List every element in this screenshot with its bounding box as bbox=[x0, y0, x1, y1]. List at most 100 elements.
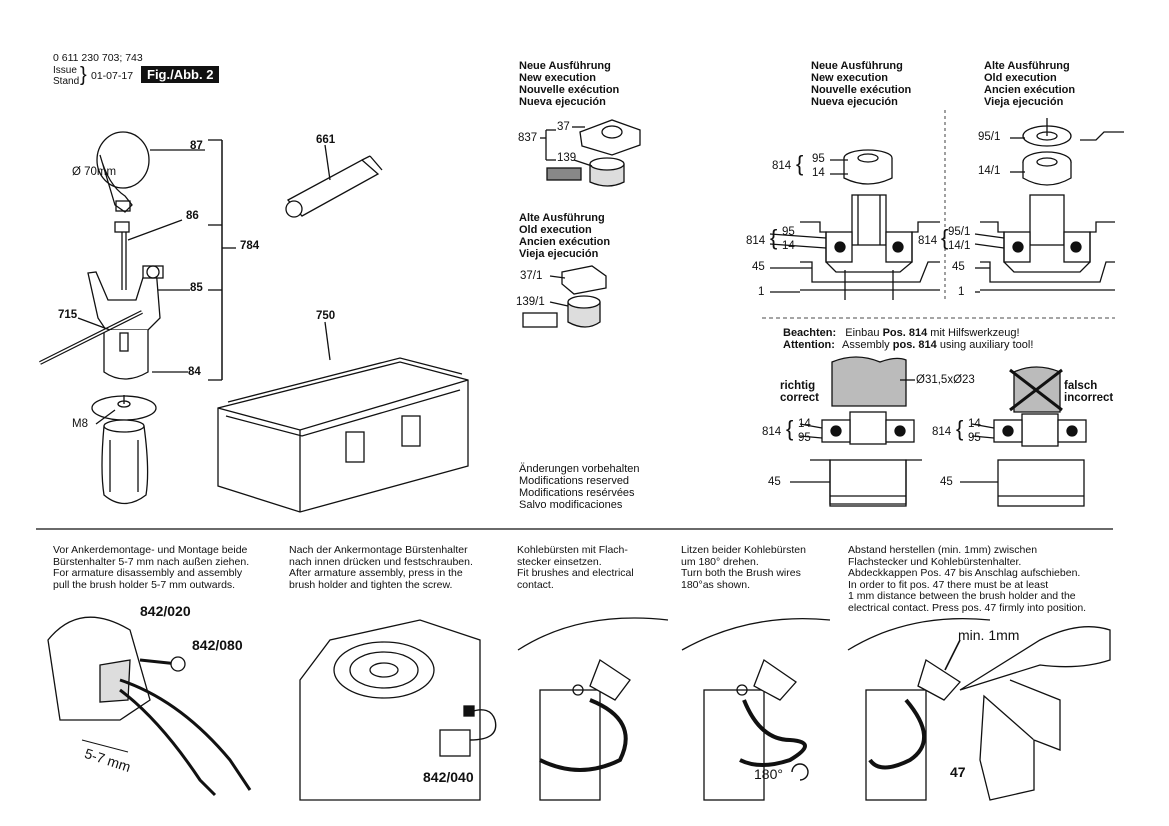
label-84: 84 bbox=[188, 366, 201, 378]
handle-assembly-drawing bbox=[39, 131, 236, 505]
label-14-1-b: 14/1 bbox=[948, 240, 971, 252]
brush-holder-new-drawing bbox=[540, 119, 641, 187]
label-37-1: 37/1 bbox=[520, 270, 543, 282]
new-exec-de-1: Neue Ausführung bbox=[519, 60, 611, 72]
old-exec-fr-1: Ancien exécution bbox=[519, 236, 611, 248]
new-exec-de-2: Neue Ausführung bbox=[811, 60, 903, 72]
label-750: 750 bbox=[316, 310, 336, 322]
label-14-b: 14 bbox=[782, 240, 795, 252]
new-exec-es-2: Nueva ejecución bbox=[811, 96, 898, 108]
label-1-a: 1 bbox=[758, 286, 765, 298]
label-139: 139 bbox=[557, 152, 577, 164]
label-95-1-b: 95/1 bbox=[948, 226, 971, 238]
label-correct: correct bbox=[780, 392, 819, 404]
step5-drawing bbox=[847, 617, 1111, 801]
instruction-step2: Nach der Ankermontage Bürstenhalter nach… bbox=[289, 544, 473, 591]
label-45-a: 45 bbox=[752, 261, 765, 273]
step3-drawing bbox=[517, 617, 669, 801]
carrying-case-drawing bbox=[217, 321, 469, 513]
changes-es: Salvo modificaciones bbox=[519, 499, 623, 511]
label-95-1-a: 95/1 bbox=[978, 131, 1001, 143]
label-842-020: 842/020 bbox=[140, 603, 191, 619]
label-180deg: 180° bbox=[754, 766, 783, 782]
part-number: 0 611 230 703; 743 bbox=[53, 52, 143, 64]
label-842-040: 842/040 bbox=[423, 769, 474, 785]
label-14-1-a: 14/1 bbox=[978, 165, 1001, 177]
grease-tube-drawing bbox=[285, 144, 383, 218]
old-exec-es-1: Vieja ejecución bbox=[519, 248, 599, 260]
label-95-c: 95 bbox=[798, 432, 811, 444]
old-exec-de-1: Alte Ausführung bbox=[519, 212, 605, 224]
label-1-b: 1 bbox=[958, 286, 965, 298]
label-814-d: 814 bbox=[762, 426, 782, 438]
label-45-d: 45 bbox=[940, 476, 953, 488]
label-837: 837 bbox=[518, 132, 538, 144]
label-45-b: 45 bbox=[952, 261, 965, 273]
changes-de: Änderungen vorbehalten bbox=[519, 463, 640, 475]
brace: } bbox=[80, 64, 87, 86]
stand-label: Stand bbox=[53, 76, 80, 87]
label-715: 715 bbox=[58, 309, 78, 321]
label-14-a: 14 bbox=[812, 167, 825, 179]
brace-814-d: { bbox=[786, 416, 794, 441]
new-exec-en-2: New execution bbox=[811, 72, 889, 84]
old-exec-fr-2: Ancien exécution bbox=[984, 84, 1076, 96]
step1-drawing bbox=[47, 616, 252, 797]
correct-assembly-drawing bbox=[790, 356, 922, 507]
label-814-c: 814 bbox=[918, 235, 938, 247]
instruction-step1: Vor Ankerdemontage- und Montage beide Bü… bbox=[53, 544, 250, 591]
label-814-b: 814 bbox=[746, 235, 766, 247]
label-85: 85 bbox=[190, 282, 203, 294]
brush-holder-old-drawing bbox=[522, 265, 607, 328]
label-14-c: 14 bbox=[798, 418, 811, 430]
label-86: 86 bbox=[186, 210, 199, 222]
old-exec-de-2: Alte Ausführung bbox=[984, 60, 1070, 72]
label-87: 87 bbox=[190, 140, 203, 152]
label-37: 37 bbox=[557, 121, 570, 133]
bearing-old-drawing bbox=[974, 118, 1124, 293]
figure-title: Fig./Abb. 2 bbox=[141, 66, 220, 83]
instruction-step5: Abstand herstellen (min. 1mm) zwischen F… bbox=[848, 544, 1087, 614]
brace-814-c: { bbox=[941, 225, 949, 250]
label-95-d: 95 bbox=[968, 432, 981, 444]
new-exec-fr-1: Nouvelle exécution bbox=[519, 84, 620, 96]
brace-814-e: { bbox=[956, 416, 964, 441]
old-exec-es-2: Vieja ejecución bbox=[984, 96, 1064, 108]
label-falsch: falsch bbox=[1064, 380, 1098, 392]
label-95-a: 95 bbox=[812, 153, 825, 165]
label-842-080: 842/080 bbox=[192, 637, 243, 653]
label-139-1: 139/1 bbox=[516, 296, 545, 308]
label-m8: M8 bbox=[72, 418, 88, 430]
new-exec-en-1: New execution bbox=[519, 72, 597, 84]
label-dia70: Ø 70mm bbox=[72, 166, 117, 178]
issue-date: 01-07-17 bbox=[91, 70, 134, 82]
step2-drawing bbox=[299, 619, 497, 801]
old-exec-en-2: Old execution bbox=[984, 72, 1057, 84]
beachten-note: Beachten: Einbau Pos. 814 mit Hilfswerkz… bbox=[783, 327, 1020, 339]
incorrect-assembly-drawing bbox=[960, 366, 1087, 507]
brace-814-b: { bbox=[770, 225, 778, 250]
label-784: 784 bbox=[240, 240, 260, 252]
attention-note: Attention: Assembly pos. 814 using auxil… bbox=[783, 339, 1034, 351]
instruction-step3: Kohlebürsten mit Flach- stecker einsetze… bbox=[517, 544, 634, 591]
step4-drawing bbox=[681, 617, 831, 801]
instruction-step4: Litzen beider Kohlebürsten um 180° drehe… bbox=[681, 544, 806, 591]
label-47: 47 bbox=[950, 764, 966, 780]
label-814-e: 814 bbox=[932, 426, 952, 438]
bearing-new-drawing bbox=[769, 149, 940, 300]
label-14-d: 14 bbox=[968, 418, 981, 430]
label-incorrect: incorrect bbox=[1064, 392, 1114, 404]
changes-en: Modifications reserved bbox=[519, 475, 630, 487]
label-661: 661 bbox=[316, 134, 336, 146]
changes-fr: Modifications resérvées bbox=[519, 487, 635, 499]
label-richtig: richtig bbox=[780, 380, 816, 392]
new-exec-fr-2: Nouvelle exécution bbox=[811, 84, 912, 96]
label-min-1mm: min. 1mm bbox=[958, 627, 1020, 643]
new-exec-es-1: Nueva ejecución bbox=[519, 96, 606, 108]
brace-814-a: { bbox=[796, 151, 804, 176]
issue-label: Issue bbox=[53, 65, 77, 76]
old-exec-en-1: Old execution bbox=[519, 224, 592, 236]
label-45-c: 45 bbox=[768, 476, 781, 488]
label-shaft-dia: Ø31,5xØ23 bbox=[916, 374, 975, 386]
